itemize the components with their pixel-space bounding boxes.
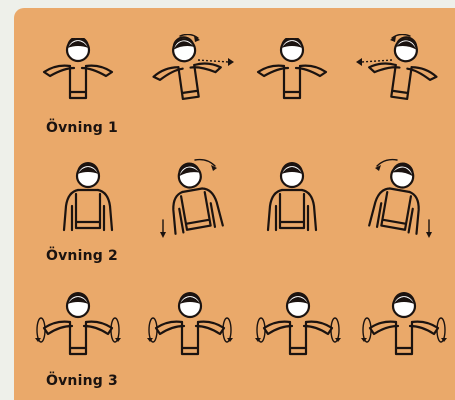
exercise-1-figure-2 xyxy=(138,34,238,118)
exercise-3-label: Övning 3 xyxy=(46,373,118,389)
exercise-2-figure-4 xyxy=(352,158,442,246)
exercise-3-figure-1 xyxy=(30,292,126,368)
exercise-1-figure-3 xyxy=(252,38,332,118)
exercise-3-figure-2 xyxy=(142,292,238,368)
exercise-1-figure-1 xyxy=(38,38,118,118)
exercise-2-figure-2 xyxy=(150,158,240,246)
exercise-3-figure-4 xyxy=(356,292,452,368)
exercise-1-label: Övning 1 xyxy=(46,120,118,136)
exercise-2-figure-1 xyxy=(48,162,128,246)
exercise-1-figure-4 xyxy=(352,34,452,118)
exercise-2-label: Övning 2 xyxy=(46,248,118,264)
exercise-2-figure-3 xyxy=(252,162,332,246)
exercise-3-figure-3 xyxy=(250,292,346,368)
